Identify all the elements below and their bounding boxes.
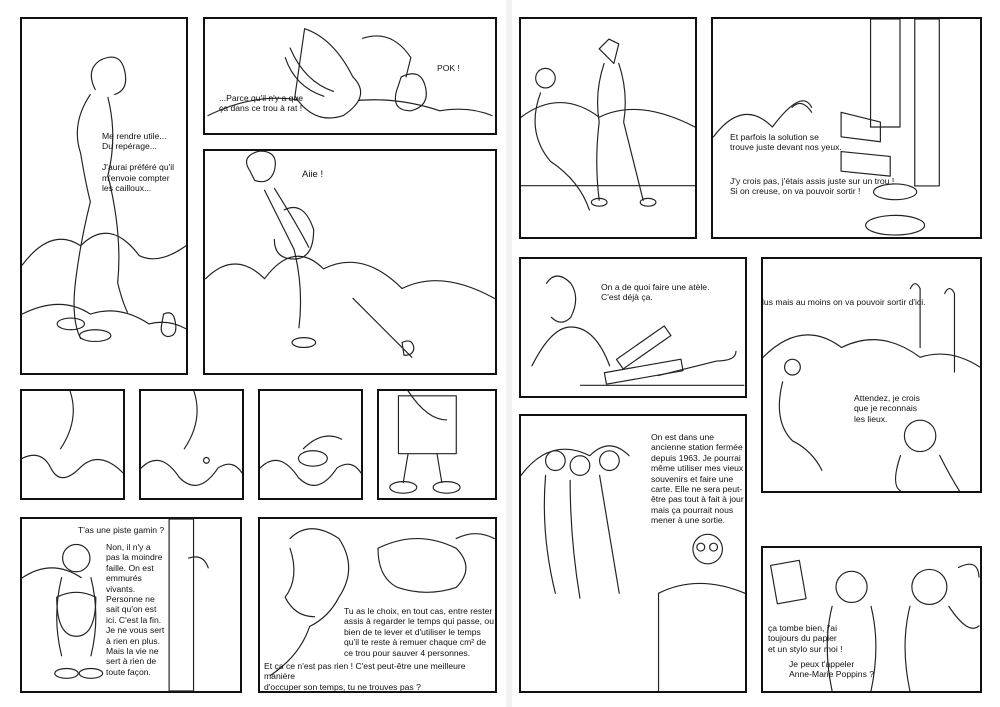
- sfx-pok: POK !: [437, 63, 460, 73]
- panel-l7-art: [389, 391, 461, 494]
- panel-l9-art: [22, 519, 209, 691]
- page-gutter: [506, 0, 512, 707]
- panel-r3-art: [531, 275, 745, 386]
- panel-l5: [139, 389, 244, 500]
- panel-l10-art: [269, 528, 495, 676]
- caption-r6-bottom: Je peux t'appeler Anne-Marie Poppins ?: [789, 659, 875, 680]
- panel-l4-art: [22, 391, 123, 479]
- panel-r6: ça tombe bien, j'ai toujours du papier e…: [761, 546, 982, 693]
- panel-r1-art: [521, 38, 695, 211]
- caption-l10-tail: Et ça ce n'est pas rien ! C'est peut-êtr…: [264, 661, 466, 692]
- panel-l2: ...Parce qu'il n'y a que ça dans ce trou…: [203, 17, 497, 135]
- panel-l3: Aiie !: [203, 149, 497, 375]
- panel-l5-art: [141, 391, 242, 486]
- panel-l4: [20, 389, 125, 500]
- caption-r2-top: Et parfois la solution se trouve juste d…: [730, 132, 842, 153]
- caption-r5: On est dans une ancienne station fermée …: [651, 432, 744, 526]
- caption-l1: Me rendre utile... Du repérage... J'aura…: [102, 131, 175, 194]
- panel-l2-art: [207, 28, 493, 119]
- panel-r4: On est toujours perdus mais au moins on …: [761, 257, 982, 493]
- panel-l1-art: [22, 56, 186, 343]
- caption-r4-mid: Attendez, je crois que je reconnais les …: [854, 393, 920, 424]
- panel-l6: [258, 389, 363, 500]
- panel-l9: T'as une piste gamin ? Non, il n'y a pas…: [20, 517, 242, 693]
- caption-r3: On a de quoi faire une atèle. C'est déjà…: [601, 282, 710, 303]
- caption-r4-top: On est toujours perdus mais au moins on …: [763, 297, 926, 307]
- panel-l10: Tu as le choix, en tout cas, entre reste…: [258, 517, 497, 693]
- panel-l6-art: [260, 435, 361, 486]
- caption-l9-question: T'as une piste gamin ?: [78, 525, 165, 535]
- panel-r1: [519, 17, 697, 239]
- caption-l9-reply: Non, il n'y a pas la moindre faille. On …: [106, 542, 165, 677]
- caption-r2-bottom: J'y crois pas, j'étais assis juste sur u…: [730, 176, 895, 197]
- panel-r2: Et parfois la solution se trouve juste d…: [711, 17, 982, 239]
- panel-l1: Me rendre utile... Du repérage... J'aura…: [20, 17, 188, 375]
- caption-l10-main: Tu as le choix, en tout cas, entre reste…: [344, 606, 494, 658]
- panel-r6-art: [769, 559, 980, 691]
- caption-r6-top: ça tombe bien, j'ai toujours du papier e…: [768, 623, 843, 654]
- caption-l2: ...Parce qu'il n'y a que ça dans ce trou…: [219, 93, 304, 114]
- caption-l3: Aiie !: [302, 169, 324, 180]
- panel-r2-art: [713, 19, 940, 236]
- panel-l7: [377, 389, 497, 500]
- panel-r4-art: [763, 283, 980, 491]
- panel-r5: On est dans une ancienne station fermée …: [519, 414, 747, 693]
- panel-r3: On a de quoi faire une atèle. C'est déjà…: [519, 257, 747, 398]
- panel-l3-art: [205, 151, 495, 358]
- panel-r5-art: [521, 445, 745, 691]
